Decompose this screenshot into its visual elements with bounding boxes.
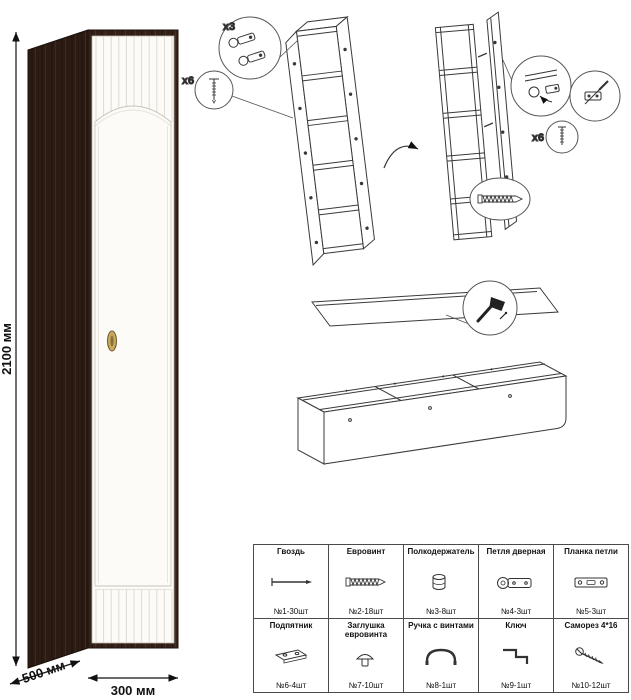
wardrobe-illustration: 2100 мм 500 мм 300 мм: [0, 29, 179, 698]
hinge-qty-label: x3: [223, 21, 235, 33]
part-count: №4-3шт: [500, 607, 532, 616]
part-cell-handle: Ручка с винтами №8-1шт: [403, 618, 479, 693]
height-dimension-label: 2100 мм: [0, 323, 14, 375]
cabinet-frame-left: [285, 16, 375, 267]
part-name: Полкодержатель: [407, 547, 475, 556]
part-cell-hinge-plate: Планка петли №5-3шт: [553, 544, 629, 619]
part-name: Ручка с винтами: [408, 621, 474, 630]
door-arch-groove: [94, 105, 172, 123]
door-hinge-icon: [497, 577, 532, 589]
part-count: №5-3шт: [575, 607, 607, 616]
part-count: №7-10шт: [348, 681, 384, 690]
assembly-arrow: [383, 141, 419, 169]
part-name: Подпятник: [269, 621, 313, 630]
part-cell-hinge: Петля дверная №4-3шт: [478, 544, 554, 619]
part-name: Гвоздь: [277, 547, 305, 556]
door-arch-groove-inner: [94, 109, 172, 127]
part-count: №2-18шт: [348, 607, 384, 616]
assembly-step-frames: x3 x6: [181, 11, 621, 267]
width-dimension: 300 мм: [88, 674, 178, 698]
part-name: Евровинт: [346, 547, 386, 556]
assembly-step-back-panel: [296, 280, 568, 465]
part-count: №3-8шт: [425, 607, 457, 616]
door-handle: [107, 330, 117, 352]
confirmat-callout: [469, 177, 531, 221]
parts-table-row: Гвоздь №1-30шт Евровинт №2-18шт Полкодер…: [253, 544, 629, 619]
handle-icon: [425, 648, 457, 665]
part-name: Саморез 4*16: [564, 621, 618, 630]
nail-icon: [271, 578, 312, 586]
confirmat-screw-icon: [345, 577, 387, 587]
part-cell-nail: Гвоздь №1-30шт: [253, 544, 329, 619]
parts-table-row: Подпятник №6-4шт Заглушка евровинта №7-1…: [253, 618, 629, 693]
part-cell-foot-pad: Подпятник №6-4шт: [253, 618, 329, 693]
screws-callout-right: x6: [531, 120, 579, 154]
part-name: Заглушка евровинта: [344, 621, 388, 640]
part-count: №9-1шт: [500, 681, 532, 690]
wardrobe-side-panel: [27, 29, 89, 669]
part-count: №10-12шт: [571, 681, 611, 690]
height-dimension: 2100 мм: [0, 32, 20, 666]
part-name: Планка петли: [564, 547, 618, 556]
screws-qty-label-left: x6: [182, 75, 194, 87]
carcass-box: [296, 361, 568, 465]
hinge-mount-callouts: [502, 55, 621, 122]
part-count: №6-4шт: [275, 681, 307, 690]
part-name: Ключ: [505, 621, 527, 630]
screws-qty-label-right: x6: [532, 132, 544, 144]
parts-table: Гвоздь №1-30шт Евровинт №2-18шт Полкодер…: [253, 544, 629, 693]
screw-icon: [575, 647, 604, 664]
screw-cap-icon: [355, 654, 375, 667]
part-cell-screw-cap: Заглушка евровинта №7-10шт: [328, 618, 404, 693]
part-name: Петля дверная: [486, 547, 546, 556]
door-bottom-planks: [95, 589, 173, 643]
part-cell-screw: Саморез 4*16 №10-12шт: [553, 618, 629, 693]
hinge-plate-icon: [574, 577, 608, 588]
part-count: №8-1шт: [425, 681, 457, 690]
shelf-pin-icon: [432, 574, 446, 590]
part-cell-confirmat: Евровинт №2-18шт: [328, 544, 404, 619]
key-icon: [503, 648, 529, 664]
hammer-callout: [445, 280, 518, 336]
width-dimension-label: 300 мм: [111, 683, 156, 698]
part-cell-shelf-pin: Полкодержатель №3-8шт: [403, 544, 479, 619]
hammer-icon: [476, 297, 508, 323]
hinge-callout: x3: [218, 16, 299, 80]
door-top-planks: [95, 36, 173, 122]
foot-pad-icon: [274, 649, 308, 664]
screws-callout-left: x6: [181, 70, 294, 119]
wardrobe-door: [91, 35, 175, 644]
part-cell-key: Ключ №9-1шт: [478, 618, 554, 693]
back-panel-sheet: [311, 287, 559, 327]
part-count: №1-30шт: [273, 607, 309, 616]
